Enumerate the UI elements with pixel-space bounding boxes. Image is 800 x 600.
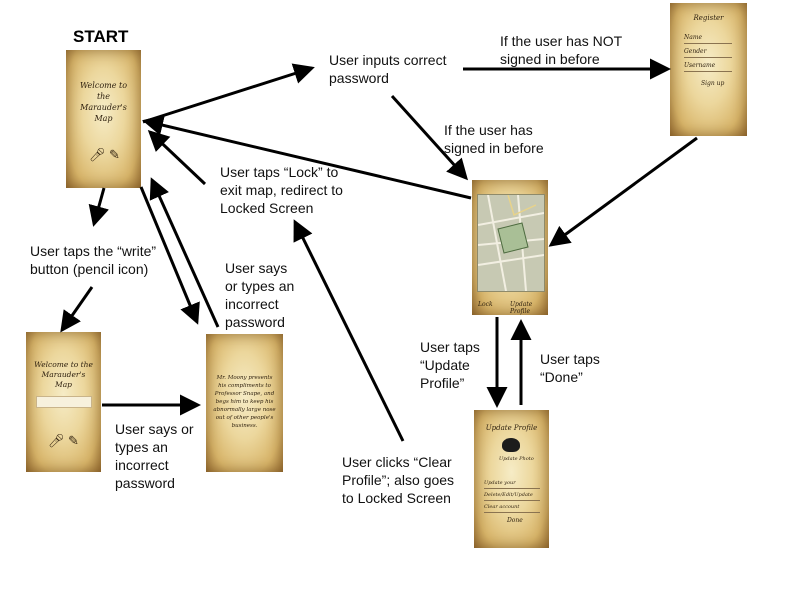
update-profile-screen-thumbnail: Update Profile Update Photo Update your … <box>474 410 549 548</box>
register-gender-line <box>684 57 732 58</box>
arrow-lock-label-to-locked <box>147 129 207 186</box>
arrow-locked-to-correct-password <box>142 63 315 124</box>
map-screen-thumbnail: Lock Update Profile <box>472 180 548 315</box>
label-done: User taps “Done” <box>540 351 600 385</box>
register-username-label: Username <box>684 62 716 69</box>
label-correct-password: User inputs correct password <box>329 52 447 86</box>
update-field-1: Update your <box>484 480 516 486</box>
map-area <box>477 194 545 292</box>
update-profile-heading: Update Profile <box>485 424 538 432</box>
label-signed-in: If the user has signed in before <box>444 122 544 156</box>
update-line-3 <box>484 512 540 513</box>
arrow-to-map <box>390 94 469 181</box>
update-line-2 <box>484 500 540 501</box>
update-done-button: Done <box>507 517 523 524</box>
write-screen-thumbnail: Welcome to the Marauder's Map 🎤︎ ✎ <box>26 332 101 472</box>
insult-text: Mr. Moony presents his compliments to Pr… <box>213 375 276 429</box>
register-username-line <box>684 71 732 72</box>
pencil-icon: ✎ <box>109 147 120 162</box>
update-field-2: Delete/Edit/Update <box>484 492 533 498</box>
label-lock: User taps “Lock” to exit map, redirect t… <box>220 164 343 216</box>
update-photo-label: Update Photo <box>499 456 534 462</box>
update-line-1 <box>484 488 540 489</box>
update-field-3: Clear account <box>484 504 520 510</box>
arrow-insult-to-locked <box>149 177 220 328</box>
label-update-profile: User taps “Update Profile” <box>420 339 480 391</box>
map-lock-button: Lock <box>478 301 493 308</box>
register-gender-label: Gender <box>684 48 707 55</box>
locked-screen-thumbnail: Welcome to the Marauder's Map 🎤︎ ✎ <box>66 50 141 188</box>
arrow-locked-to-insult <box>139 186 200 325</box>
microphone-icon: 🎤︎ <box>48 433 65 448</box>
microphone-icon: 🎤︎ <box>89 147 106 162</box>
start-title: START <box>73 27 129 46</box>
arrow-clear-profile-to-lock-label <box>293 219 405 442</box>
map-update-profile-button: Update Profile <box>510 301 533 315</box>
arrow-map-to-locked <box>142 114 472 200</box>
write-screen-heading: Welcome to the Marauder's Map <box>34 360 93 389</box>
label-write: User taps the “write” button (pencil ico… <box>30 243 157 277</box>
label-not-signed-in: If the user has NOT signed in before <box>500 33 623 67</box>
insult-screen-thumbnail: Mr. Moony presents his compliments to Pr… <box>206 334 283 472</box>
arrow-write-label-to-screen <box>60 286 94 333</box>
pencil-icon: ✎ <box>68 433 79 448</box>
arrow-register-to-map <box>548 136 698 247</box>
map-roads <box>478 195 544 291</box>
label-clear-profile: User clicks “Clear Profile”; also goes t… <box>342 454 455 506</box>
password-field <box>36 396 92 408</box>
register-screen-thumbnail: Register Name Gender Username Sign up <box>670 3 747 136</box>
profile-photo <box>502 438 520 452</box>
register-name-line <box>684 43 732 44</box>
register-signup-button: Sign up <box>701 80 725 87</box>
register-name-label: Name <box>684 34 703 41</box>
label-incorrect-bottom: User says or types an incorrect password <box>115 421 194 491</box>
arrow-locked-to-write-label <box>88 187 109 227</box>
label-incorrect-top: User says or types an incorrect password <box>225 260 295 330</box>
locked-screen-heading: Welcome to the Marauder's Map <box>79 81 128 123</box>
register-heading: Register <box>693 14 724 22</box>
